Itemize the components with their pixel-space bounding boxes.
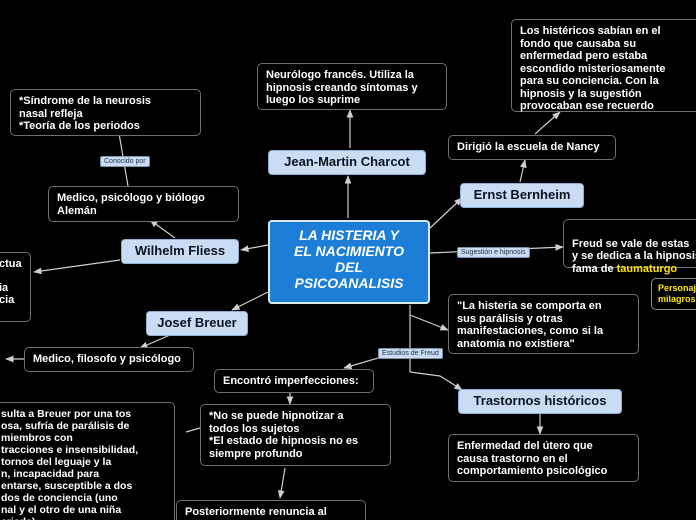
link-estudios-cita xyxy=(409,314,449,331)
note-imperfecciones[interactable]: Encontró imperfecciones: xyxy=(214,369,374,393)
note-left-partial[interactable]: ctua ia cia xyxy=(0,252,31,322)
link-caso-hipnosis xyxy=(185,427,201,433)
topic-josef-breuer[interactable]: Josef Breuer xyxy=(146,311,248,336)
note-renuncia-hipnosis[interactable]: Posteriormente renuncia al uso de la hip… xyxy=(176,500,366,520)
link-hipnosis-renuncia xyxy=(277,467,286,499)
link-breuer-medico xyxy=(139,334,171,349)
note-freud-taumaturgo[interactable]: Freud se vale de estas y se dedica a la … xyxy=(563,219,696,275)
note-medico-breuer[interactable]: Medico, filosofo y psicólogo xyxy=(24,347,194,372)
topic-trastornos-historicos[interactable]: Trastornos históricos xyxy=(458,389,622,414)
note-escuela-nancy[interactable]: Dirigió la escuela de Nancy xyxy=(448,135,616,160)
note-caso-paciente[interactable]: sulta a Breuer por una tos osa, sufría d… xyxy=(0,402,175,520)
note-personaje[interactable]: Personaje milagros xyxy=(651,278,696,310)
freud-note-text: Freud se vale de estas y se dedica a la … xyxy=(572,237,696,275)
note-sindrome-neurosis[interactable]: *Síndrome de la neurosis nasal refleja *… xyxy=(10,89,201,136)
topic-ernst-bernheim[interactable]: Ernst Bernheim xyxy=(460,183,584,208)
note-hipnosis-limites[interactable]: *No se puede hipnotizar a todos los suje… xyxy=(200,404,391,466)
link-nancy-histericos xyxy=(534,111,561,135)
link-central-fliess xyxy=(240,244,269,252)
link-fliess-left xyxy=(33,259,121,275)
note-enfermedad-utero[interactable]: Enfermedad del útero que causa trastorno… xyxy=(448,434,639,482)
note-medico-fliess[interactable]: Medico, psicólogo y biólogo Alemán xyxy=(48,186,239,222)
label-conocido-por: Conocido por xyxy=(100,156,150,167)
link-bernheim-nancy xyxy=(519,159,527,183)
central-topic[interactable]: LA HISTERIA Y EL NACIMIENTO DEL PSICOANA… xyxy=(268,220,430,304)
link-central-breuer xyxy=(231,291,269,311)
link-central-bernheim xyxy=(429,197,463,229)
topic-jean-martin-charcot[interactable]: Jean-Martin Charcot xyxy=(268,150,426,175)
note-cita-histeria[interactable]: "La histeria se comporta en sus parálisi… xyxy=(448,294,639,354)
link-fliess-medico xyxy=(149,219,176,239)
label-sugestion-hipnosis: Sugestión e hipnosis xyxy=(457,247,530,258)
label-estudios-freud: Estudios de Freud xyxy=(378,348,443,359)
note-histericos[interactable]: Los histéricos sabían en el fondo que ca… xyxy=(511,19,696,112)
taumaturgo-highlight: taumaturgo xyxy=(616,262,678,275)
link-estudios-trastornos xyxy=(409,371,463,391)
topic-wilhelm-fliess[interactable]: Wilhelm Fliess xyxy=(121,239,239,264)
note-charcot[interactable]: Neurólogo francés. Utiliza la hipnosis c… xyxy=(257,63,447,110)
